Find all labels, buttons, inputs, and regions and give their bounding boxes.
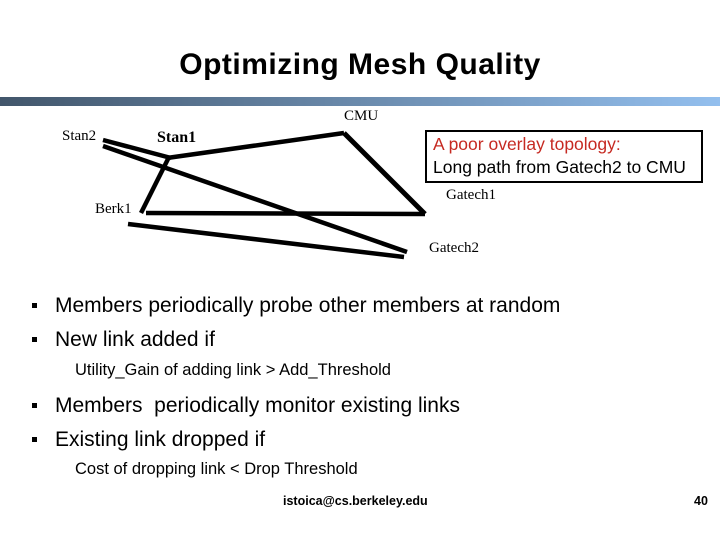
bullet-text: New link added if: [55, 328, 215, 351]
callout-heading: A poor overlay topology:: [433, 134, 621, 154]
bullet-item: Members periodically monitor existing li…: [32, 394, 460, 418]
edge-stan1-berk1: [138, 155, 172, 215]
sub-bullet-text: Utility_Gain of adding link > Add_Thresh…: [75, 361, 391, 379]
edge-berk1-gatech2: [127, 221, 405, 260]
node-label-berk1: Berk1: [95, 201, 132, 217]
node-label-gatech2: Gatech2: [429, 240, 479, 256]
footer-email: istoica@cs.berkeley.edu: [283, 494, 428, 508]
bullet-square-icon: [32, 337, 37, 342]
footer-page-number: 40: [694, 494, 708, 508]
slide-title: Optimizing Mesh Quality: [179, 48, 541, 81]
title-divider-bar: [0, 97, 720, 106]
bullet-item: New link added if: [32, 328, 215, 352]
edge-berk1-gatech1: [145, 210, 426, 217]
bullet-square-icon: [32, 437, 37, 442]
edge-stan2-gatech2: [102, 143, 408, 255]
bullet-square-icon: [32, 403, 37, 408]
edge-cmu-gatech1: [342, 131, 427, 216]
node-label-gatech1: Gatech1: [446, 187, 496, 203]
node-label-cmu: CMU: [344, 108, 379, 124]
callout-detail: Long path from Gatech2 to CMU: [433, 157, 686, 177]
node-label-stan2: Stan2: [62, 128, 97, 144]
bullet-item: Members periodically probe other members…: [32, 294, 560, 318]
callout-box: A poor overlay topology: Long path from …: [425, 130, 703, 183]
sub-bullet-text: Cost of dropping link < Drop Threshold: [75, 460, 358, 478]
bullet-square-icon: [32, 303, 37, 308]
bullet-text: Existing link dropped if: [55, 428, 266, 451]
node-label-stan1: Stan1: [157, 129, 197, 146]
bullet-item: Existing link dropped if: [32, 428, 265, 452]
bullet-text: Members periodically monitor existing li…: [55, 394, 460, 417]
bullet-text: Members periodically probe other members…: [55, 294, 561, 317]
